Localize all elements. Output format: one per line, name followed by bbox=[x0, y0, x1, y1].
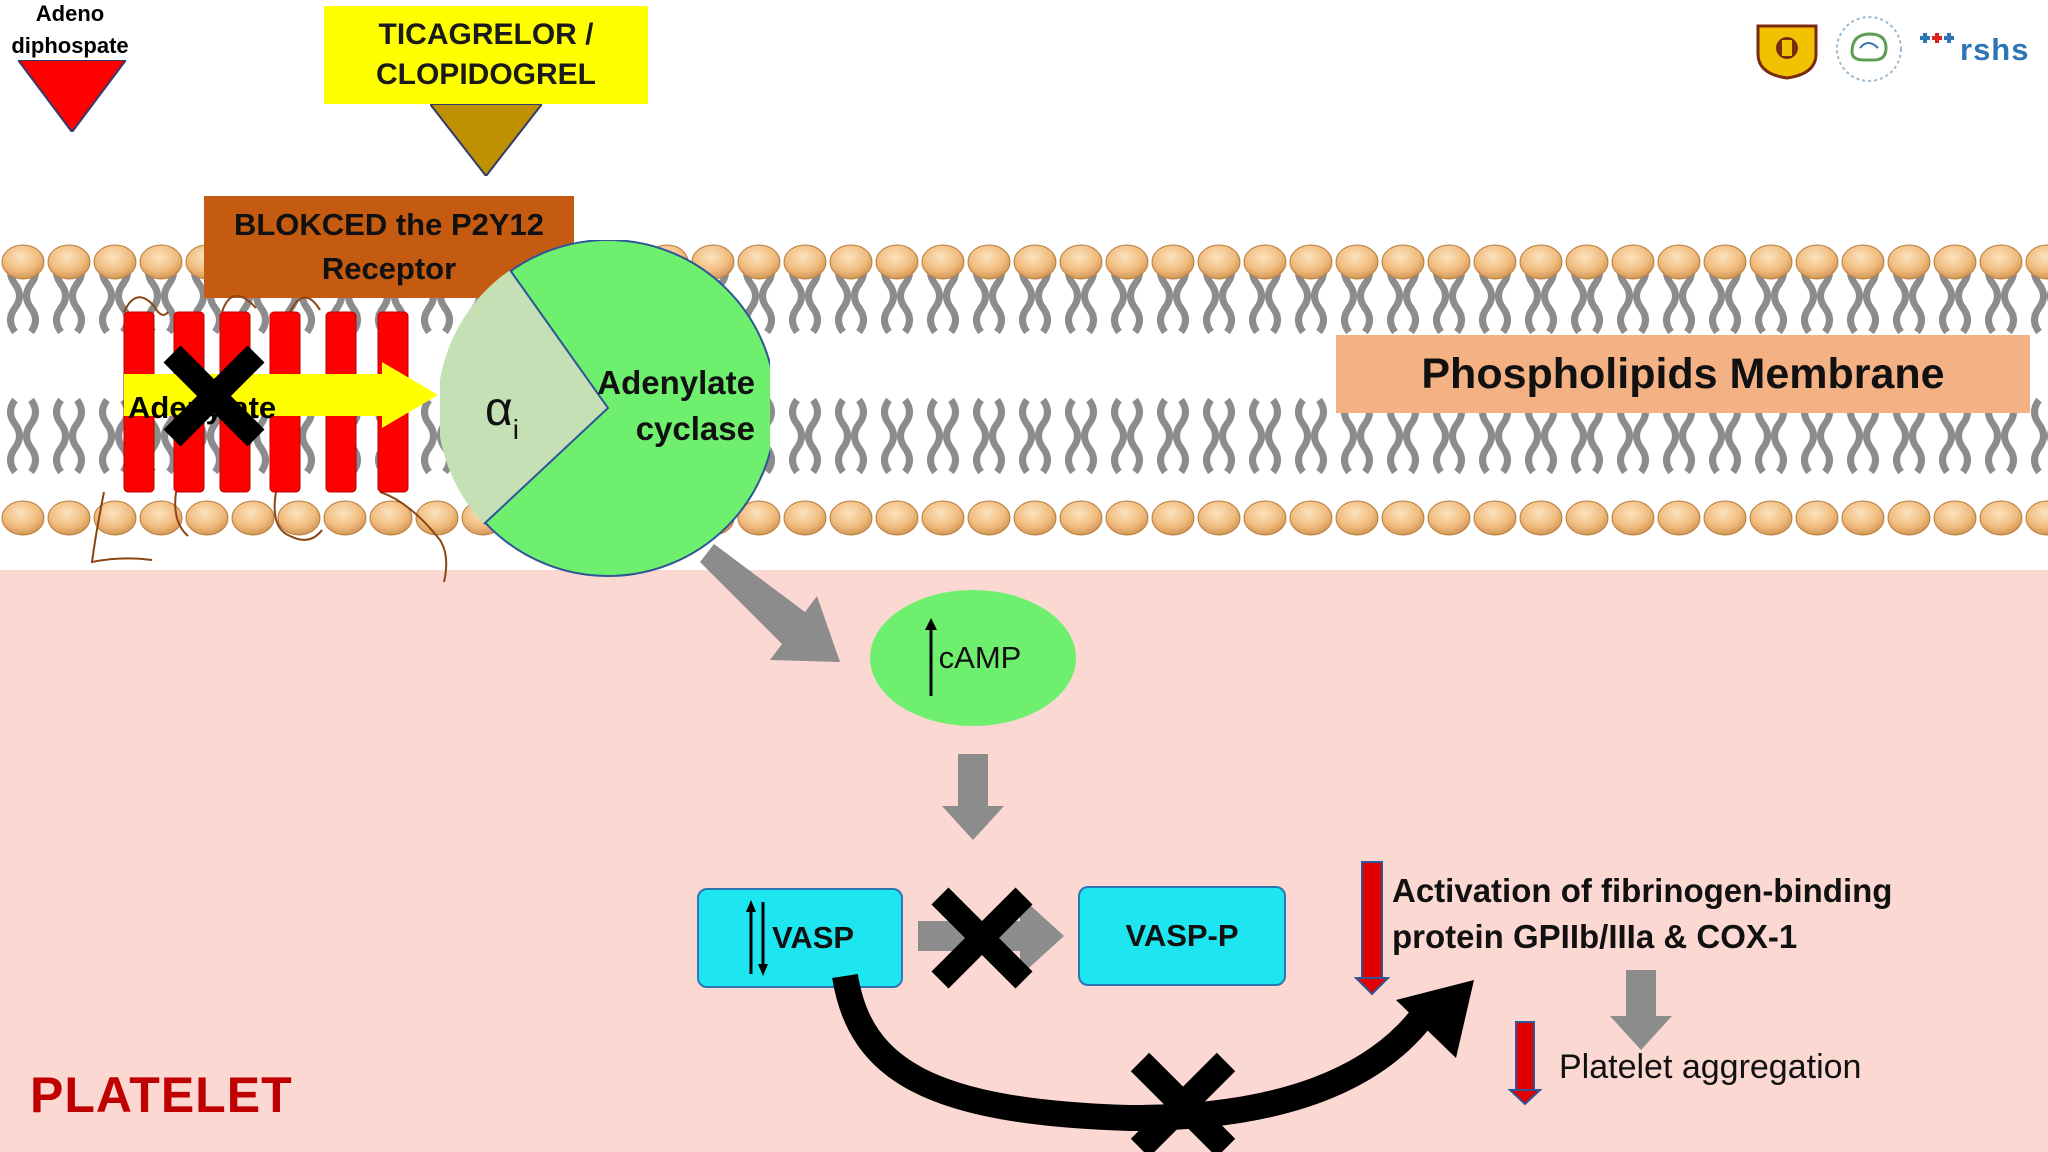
activation-line-1: Activation of fibrinogen-binding bbox=[1392, 872, 1893, 909]
receptor-loop bbox=[123, 296, 169, 316]
cyclase-label-line-1: Adenylate bbox=[597, 364, 755, 401]
university-seal-logo bbox=[1756, 24, 1818, 80]
vasp-node: VASP bbox=[697, 888, 903, 988]
vasp-p-node: VASP-P bbox=[1078, 886, 1286, 986]
activation-arrow-head bbox=[382, 362, 438, 428]
adenylate-cyclase bbox=[440, 240, 770, 577]
up-arrow-icon bbox=[924, 618, 937, 696]
drug-label-box: TICAGRELOR / CLOPIDOGREL bbox=[324, 6, 648, 104]
rshs-logo-mark bbox=[1920, 33, 1954, 43]
camp-label: cAMP bbox=[938, 640, 1022, 675]
drug-name-line-1: TICAGRELOR / bbox=[378, 18, 594, 51]
receptor-loop bbox=[221, 295, 257, 313]
receptor-loop bbox=[90, 491, 153, 564]
receptor-loop bbox=[174, 491, 189, 537]
camp-node: cAMP bbox=[870, 590, 1076, 726]
blocked-line-2: Receptor bbox=[321, 251, 457, 286]
platelet-aggregation-label: Platelet aggregation bbox=[1559, 1048, 1862, 1086]
alpha-subscript: i bbox=[512, 414, 519, 445]
receptor-loop bbox=[289, 296, 321, 313]
alpha-i-subunit bbox=[440, 270, 608, 524]
drug-name-line-2: CLOPIDOGREL bbox=[375, 58, 596, 91]
receptor-loop bbox=[273, 491, 323, 541]
activation-arrow-body bbox=[124, 374, 386, 416]
rshs-logo-text: rshs bbox=[1960, 32, 2030, 67]
vasp-label: VASP bbox=[771, 920, 855, 955]
adp-ligand-triangle bbox=[18, 60, 126, 132]
adp-label: Adeno diphospate bbox=[11, 1, 129, 58]
x-mark-icon bbox=[163, 345, 265, 447]
drug-triangle bbox=[430, 104, 542, 176]
receptor-loop bbox=[379, 491, 448, 583]
blocked-line-1: BLOKCED the P2Y12 bbox=[233, 207, 545, 242]
up-down-arrows-icon bbox=[745, 900, 768, 976]
alpha-symbol: α bbox=[485, 383, 513, 436]
activation-line-2: protein GPIIb/IIIa & COX-1 bbox=[1392, 918, 1798, 955]
neurology-program-logo bbox=[1836, 16, 1902, 82]
gp2b3a-activation-label: Activation of fibrinogen-binding protein… bbox=[1392, 868, 1952, 960]
p2y12-receptor bbox=[90, 295, 448, 583]
platelet-label: PLATELET bbox=[30, 1067, 293, 1123]
receptor-adenylate-label: Adenylate bbox=[128, 390, 277, 425]
cyclase-label-line-2: cyclase bbox=[635, 410, 755, 447]
vasp-p-label: VASP-P bbox=[1125, 918, 1239, 953]
alpha-i-label: αi bbox=[485, 382, 519, 446]
adenylate-cyclase-label: Adenylate cyclase bbox=[585, 360, 755, 452]
membrane-label: Phospholipids Membrane bbox=[1336, 335, 2030, 413]
